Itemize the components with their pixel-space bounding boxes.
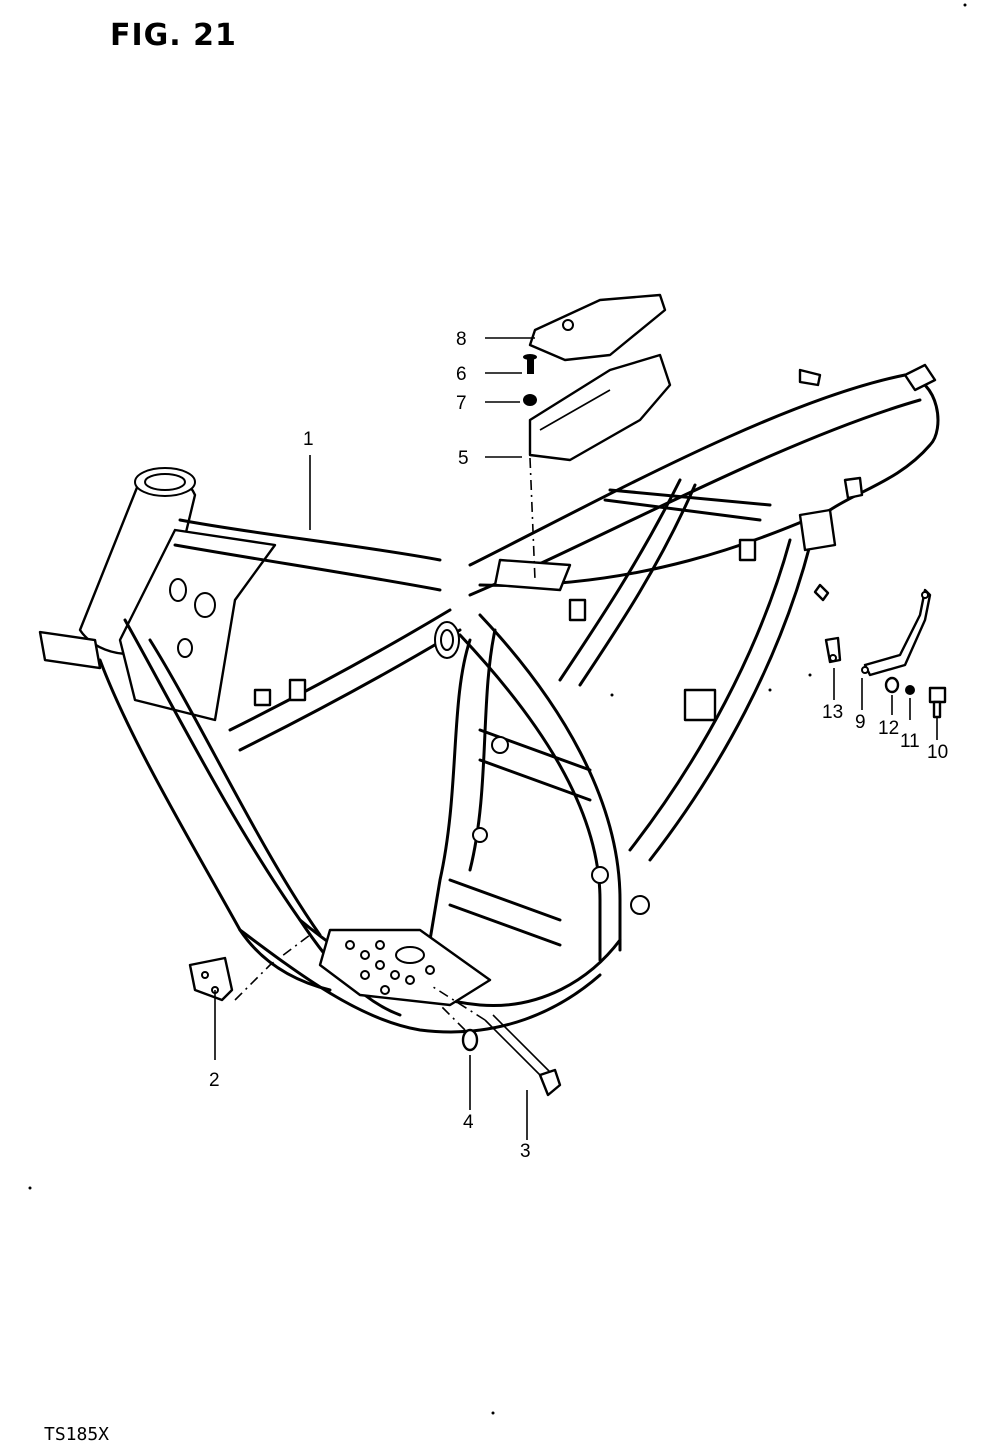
figure-title: FIG. 21 [110,18,237,53]
part-7-nut [523,394,537,406]
part-2-mount-plate [188,956,234,1002]
leader-lines [214,337,938,1140]
part-4-nut [461,1028,479,1052]
steering-bracket [38,630,102,670]
callout-3: 3 [520,1141,531,1162]
part-11-washer [905,685,915,695]
callout-6: 6 [456,364,467,385]
part-12-washer [884,676,900,694]
head-gusset [118,528,277,722]
part-8-cover [528,293,667,362]
model-code: TS185X [44,1424,110,1445]
callout-5: 5 [458,448,469,469]
callout-8: 8 [456,329,467,350]
part-13-clamp [824,636,842,664]
part-5-bracket [528,353,672,462]
top-tube-upper [178,518,442,562]
part-9-stay [863,588,932,677]
callout-10: 10 [927,742,948,763]
callout-11: 11 [900,731,920,752]
callout-9: 9 [855,712,866,733]
part-3-bolt-shaft [484,1019,546,1081]
callout-1: 1 [303,429,314,450]
callout-4: 4 [463,1112,474,1133]
part-3-bolt-head [538,1068,562,1097]
callout-13: 13 [822,702,843,723]
callout-12: 12 [878,718,899,739]
part-6-screw [527,358,534,374]
part-10-bolt [928,686,947,704]
callout-2: 2 [209,1070,220,1091]
skid-plate [318,928,492,1007]
frame-body [38,363,940,1034]
callout-7: 7 [456,393,467,414]
